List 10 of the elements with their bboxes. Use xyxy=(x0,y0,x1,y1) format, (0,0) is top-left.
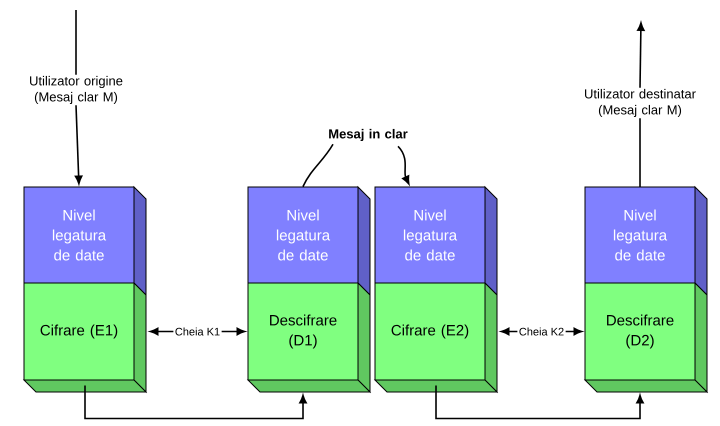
arrow xyxy=(84,386,307,420)
endpoint-label: Utilizator origine (Mesaj clar M) xyxy=(30,76,122,104)
heading-text: Mesaj in clar xyxy=(329,128,408,142)
edge-label: Cheia K2 xyxy=(517,326,566,338)
arrow xyxy=(397,146,410,185)
arrow xyxy=(74,105,82,184)
arrow xyxy=(435,386,644,420)
edge-label: Cheia K1 xyxy=(173,326,222,338)
endpoint-label: Utilizator destinatar (Mesaj clar M) xyxy=(585,88,696,118)
arrow xyxy=(637,22,645,88)
